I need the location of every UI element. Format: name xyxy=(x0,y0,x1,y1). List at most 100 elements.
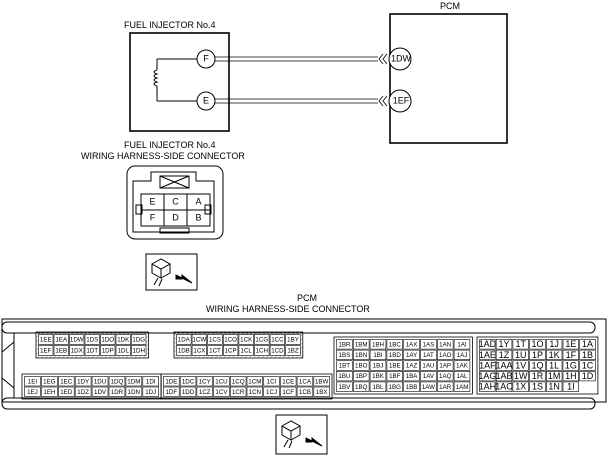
pin-cell xyxy=(176,345,192,356)
pin-cell xyxy=(230,386,247,397)
pin-cell xyxy=(420,349,437,361)
pin-cell xyxy=(352,349,370,361)
pin-cell xyxy=(436,360,454,371)
pin-cell xyxy=(84,345,100,356)
pin-cell xyxy=(495,349,513,361)
pcm-pin-1ef-label: 1EF xyxy=(393,95,410,105)
pin-label: 1BW xyxy=(315,378,329,385)
pin-label: 1DG xyxy=(132,337,145,344)
pin-cell xyxy=(280,376,297,387)
pin-cell xyxy=(369,381,387,392)
pin-label: 1DW xyxy=(70,337,84,344)
pin-label: 1H xyxy=(565,371,577,381)
pin-label: 1DX xyxy=(71,348,83,355)
pin-cell xyxy=(529,370,546,382)
pin-block-frame xyxy=(476,336,599,395)
pin-cell xyxy=(238,345,254,356)
pin-label: 1DK xyxy=(117,337,130,344)
pin-block-frame xyxy=(160,373,333,400)
pin-cell xyxy=(108,386,126,397)
pin-cell xyxy=(69,345,85,356)
pin-label: 1BG xyxy=(389,384,402,391)
pin-label: 1BM xyxy=(355,341,368,348)
pin-cell xyxy=(131,334,147,345)
pin-cell xyxy=(223,334,239,345)
pin-label: 1BH xyxy=(372,341,384,348)
pin-cell xyxy=(352,339,370,350)
pin-cell xyxy=(38,345,54,356)
pin-label: 1BU xyxy=(338,373,350,380)
pin-cell xyxy=(285,345,301,356)
pin-label: 1AB xyxy=(496,371,513,381)
pin-cell xyxy=(179,386,197,397)
pin-label: 1BQ xyxy=(355,384,368,391)
pin-cell xyxy=(336,339,353,350)
pin-label: 1CV xyxy=(215,389,228,396)
pin-label: 1EF xyxy=(40,348,52,355)
pin-cell xyxy=(436,370,454,382)
pin-cell xyxy=(24,386,41,397)
pin-cell xyxy=(269,334,286,345)
harness-title-line1: FUEL INJECTOR No.4 xyxy=(124,140,216,150)
pin-label: 1EJ xyxy=(27,389,38,396)
connector-view-icon-top xyxy=(145,253,198,291)
pin-cell xyxy=(512,381,529,392)
pin-label: 1EH xyxy=(43,389,55,396)
pin-label: 1BB xyxy=(406,384,418,391)
pin-cell xyxy=(436,381,454,392)
pin-cell xyxy=(336,349,353,361)
pin-cell xyxy=(74,376,92,387)
pin-cell xyxy=(196,386,213,397)
pin-label: 1BA xyxy=(406,373,419,380)
pin-cell xyxy=(436,349,454,361)
pin-cell xyxy=(207,345,223,356)
pin-label: 1DI xyxy=(146,378,156,385)
pin-cell xyxy=(238,334,254,345)
pin-label: 1AT xyxy=(423,352,434,359)
pin-label: 1EA xyxy=(55,337,68,344)
pin-label: 1BI xyxy=(373,352,383,359)
coil-symbol xyxy=(153,58,197,102)
pin-cell xyxy=(479,339,496,350)
pin-label: 1CI xyxy=(267,378,277,385)
pin-cell xyxy=(296,376,314,387)
pin-label: 1BY xyxy=(287,337,299,344)
pin-label: 1DL xyxy=(118,348,130,355)
pin-label: 1P xyxy=(532,350,543,360)
injector-box xyxy=(129,32,230,132)
pin-cell xyxy=(352,381,370,392)
pin-label: 1DZ xyxy=(77,389,89,396)
pin-cell xyxy=(386,349,403,361)
pin-cell xyxy=(512,339,529,350)
injector-connector-pin: C xyxy=(172,196,179,206)
pin-label: 1BO xyxy=(355,363,368,370)
pin-cell xyxy=(545,339,563,350)
injector-pin-e-label: E xyxy=(203,95,209,105)
pin-label: 1AI xyxy=(457,341,467,348)
pin-label: 1Z xyxy=(499,350,510,360)
pin-cell xyxy=(579,370,596,382)
pin-cell xyxy=(280,386,297,397)
pcm-conn-title-line1: PCM xyxy=(297,293,317,303)
pin-cell xyxy=(369,370,387,382)
pin-cell xyxy=(495,360,513,371)
pin-label: 1CZ xyxy=(199,389,211,396)
pin-label: 1BX xyxy=(316,389,328,396)
pin-label: 1L xyxy=(549,360,559,370)
pin-label: 1AK xyxy=(456,363,469,370)
pin-label: 1CK xyxy=(240,337,253,344)
injector-connector-pin: E xyxy=(149,196,155,206)
pin-cell xyxy=(115,334,131,345)
pin-label: 1BN xyxy=(355,352,367,359)
pin-cell xyxy=(479,381,496,392)
pin-label: 1I xyxy=(567,382,575,392)
pin-cell xyxy=(562,370,579,382)
pcm-box xyxy=(389,13,508,144)
pin-cell xyxy=(453,349,471,361)
pin-label: 1CJ xyxy=(266,389,277,396)
pin-label: 1AU xyxy=(422,363,434,370)
pin-label: 1CU xyxy=(215,378,227,385)
injector-pin-e xyxy=(196,91,216,111)
pin-label: 1S xyxy=(532,382,543,392)
